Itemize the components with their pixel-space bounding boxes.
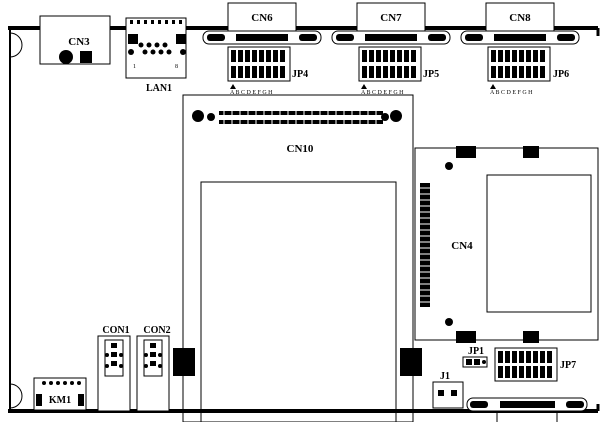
jp4-label: JP4 xyxy=(292,69,308,80)
jp5-jumper: A B C D E F G H JP5 xyxy=(358,46,439,96)
con2-connector: CON2 xyxy=(136,325,171,412)
jp5-pin-letters: A B C D E F G H xyxy=(361,90,404,96)
cn10-module-area: CN10 xyxy=(173,94,422,422)
jp6-label: JP6 xyxy=(553,69,569,80)
cn4-connector: CN4 xyxy=(414,146,599,343)
cn6-label: CN6 xyxy=(251,12,273,24)
bottom-serial-connector xyxy=(466,397,588,422)
lan1-pin1-mark: 1 xyxy=(133,64,136,70)
jp4-jumper: A B C D E F G H JP4 xyxy=(227,46,308,96)
jp1-jumper: JP1 xyxy=(462,346,488,368)
cn8-connector: CN8 xyxy=(460,2,580,45)
cn7-label: CN7 xyxy=(380,12,402,24)
j1-connector: J1 xyxy=(432,371,464,409)
lan1-connector: 1 8 LAN1 xyxy=(125,17,187,94)
jp6-jumper: A B C D E F G H JP6 xyxy=(487,46,569,96)
lan1-pin8-mark: 8 xyxy=(175,64,178,70)
cn10-label: CN10 xyxy=(287,143,314,155)
con1-label: CON1 xyxy=(102,325,129,336)
km1-connector: KM1 xyxy=(33,377,87,411)
cn7-connector: CN7 xyxy=(331,2,451,45)
jp1-label: JP1 xyxy=(468,346,484,357)
cn3-label: CN3 xyxy=(68,36,90,48)
lan1-label: LAN1 xyxy=(146,83,172,94)
jp4-pin-letters: A B C D E F G H xyxy=(230,90,273,96)
cn6-connector: CN6 xyxy=(202,2,322,45)
jp6-pin-letters: A B C D E F G H xyxy=(490,90,533,96)
km1-label: KM1 xyxy=(49,395,71,406)
cn8-label: CN8 xyxy=(509,12,531,24)
j1-label: J1 xyxy=(440,371,450,382)
jp5-label: JP5 xyxy=(423,69,439,80)
con2-label: CON2 xyxy=(143,325,170,336)
con1-connector: CON1 xyxy=(97,325,131,412)
jp7-jumper: JP7 xyxy=(494,347,576,382)
cn3-connector: CN3 xyxy=(39,15,111,65)
jp7-label: JP7 xyxy=(560,360,576,371)
cn4-label: CN4 xyxy=(451,240,473,252)
